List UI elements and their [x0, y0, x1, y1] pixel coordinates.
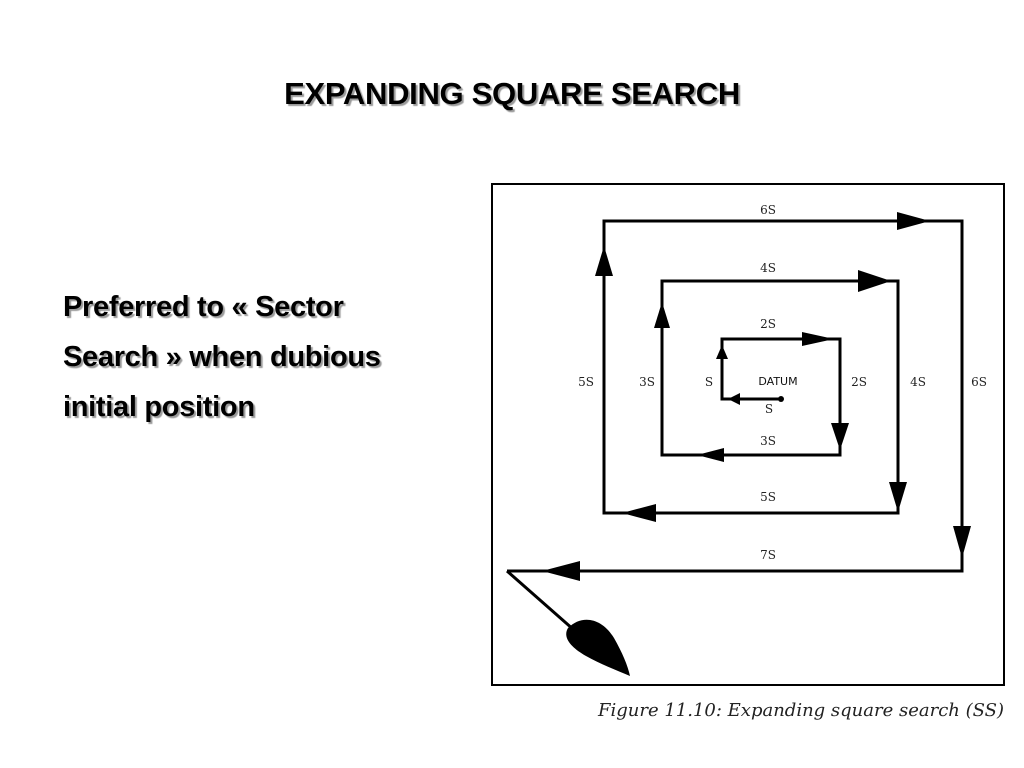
arrow-4s-south	[889, 482, 907, 512]
label-s-left: S	[705, 375, 713, 389]
label-3s-bottom: 3S	[760, 434, 776, 448]
direction-arrows	[542, 212, 971, 581]
approach-track	[506, 569, 575, 632]
label-5s-bottom: 5S	[760, 490, 776, 504]
arrow-5s-west	[622, 504, 656, 522]
arrow-6s-south	[953, 526, 971, 558]
arrow-2s-south	[831, 423, 849, 450]
datum-label: DATUM	[758, 375, 797, 388]
label-2s-right: 2S	[851, 375, 867, 389]
arrow-3s-west	[697, 448, 724, 462]
arrow-4s-east	[858, 270, 891, 292]
arrow-3s-north	[654, 302, 670, 328]
label-5s-left: 5S	[578, 375, 594, 389]
bullet-line-2: Search » when dubious	[63, 341, 381, 373]
label-3s-left: 3S	[639, 375, 655, 389]
arrow-7s-west	[542, 561, 580, 581]
expanding-square-diagram: 6S 4S 2S 5S 3S S DATUM S 2S 4S 6S 3S 5S …	[506, 203, 987, 676]
search-pattern-figure: 6S 4S 2S 5S 3S S DATUM S 2S 4S 6S 3S 5S …	[491, 183, 1005, 686]
label-6s-top: 6S	[760, 203, 776, 217]
label-4s-top: 4S	[760, 261, 776, 275]
label-6s-right: 6S	[971, 375, 987, 389]
bullet-line-1: Preferred to « Sector	[63, 291, 344, 323]
figure-caption: Figure 11.10: Expanding square search (S…	[598, 700, 1004, 721]
arrow-2s-east	[802, 332, 834, 346]
bullet-line-3: initial position	[63, 391, 255, 423]
label-7s-bottom: 7S	[760, 548, 776, 562]
slide-title: EXPANDING SQUARE SEARCH	[284, 76, 740, 111]
vessel-icon	[566, 619, 630, 676]
arrow-s-north	[716, 345, 728, 359]
arrow-s-west	[728, 393, 740, 405]
arrow-6s-east	[897, 212, 930, 230]
label-s-bottom: S	[765, 402, 773, 416]
label-4s-right: 4S	[910, 375, 926, 389]
bullet-text: Preferred to « Sector Search » when dubi…	[63, 282, 463, 432]
label-2s-top: 2S	[760, 317, 776, 331]
datum-point-icon	[778, 396, 784, 402]
arrow-5s-north	[595, 246, 613, 276]
